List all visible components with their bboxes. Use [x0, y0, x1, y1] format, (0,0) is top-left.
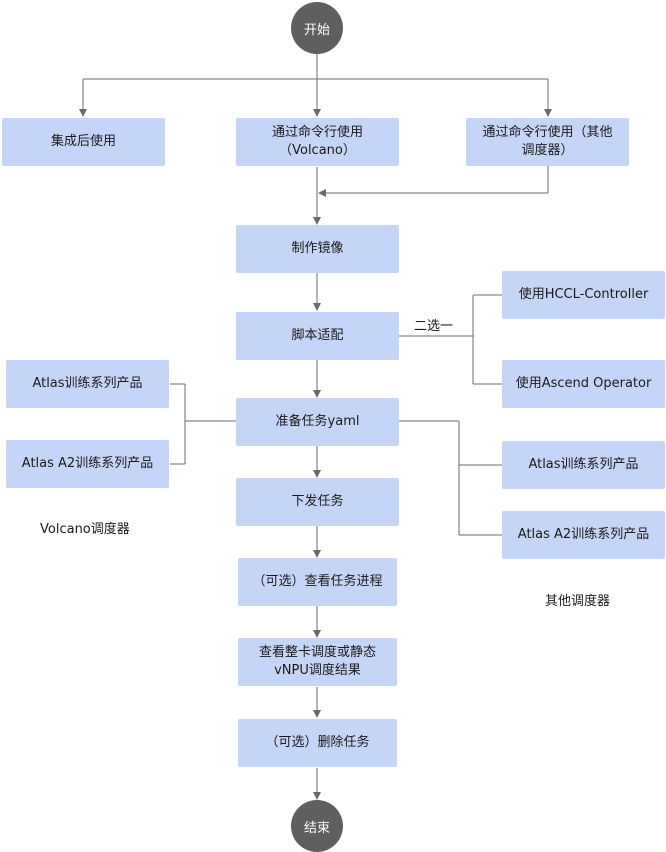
other-atlas-a2-training: Atlas A2训练系列产品 — [502, 511, 665, 559]
volcano-scheduler-caption: Volcano调度器 — [40, 522, 130, 537]
other-atlas-training: Atlas训练系列产品 — [502, 441, 665, 489]
step-delete-task: （可选）删除任务 — [238, 719, 397, 767]
option-ascend-operator: 使用Ascend Operator — [502, 360, 665, 408]
mode-cli-volcano: 通过命令行使用 （Volcano） — [236, 118, 399, 166]
step-view-progress: （可选）查看任务进程 — [238, 558, 397, 606]
step-make-image: 制作镜像 — [236, 225, 399, 273]
other-scheduler-caption: 其他调度器 — [545, 594, 611, 609]
start-node: 开始 — [291, 2, 343, 54]
end-node: 结束 — [291, 800, 343, 852]
step-view-result: 查看整卡调度或静态 vNPU调度结果 — [238, 638, 397, 686]
step-script-adapt: 脚本适配 — [236, 312, 399, 360]
volcano-atlas-training: Atlas训练系列产品 — [6, 360, 169, 408]
mode-cli-other: 通过命令行使用（其他 调度器） — [466, 118, 629, 166]
step-prepare-yaml: 准备任务yaml — [236, 398, 399, 446]
mode-integrated: 集成后使用 — [2, 118, 165, 166]
choose-one-label: 二选一 — [414, 319, 454, 334]
volcano-atlas-a2-training: Atlas A2训练系列产品 — [6, 440, 169, 488]
option-hccl-controller: 使用HCCL-Controller — [502, 271, 665, 319]
step-dispatch-task: 下发任务 — [236, 478, 399, 526]
